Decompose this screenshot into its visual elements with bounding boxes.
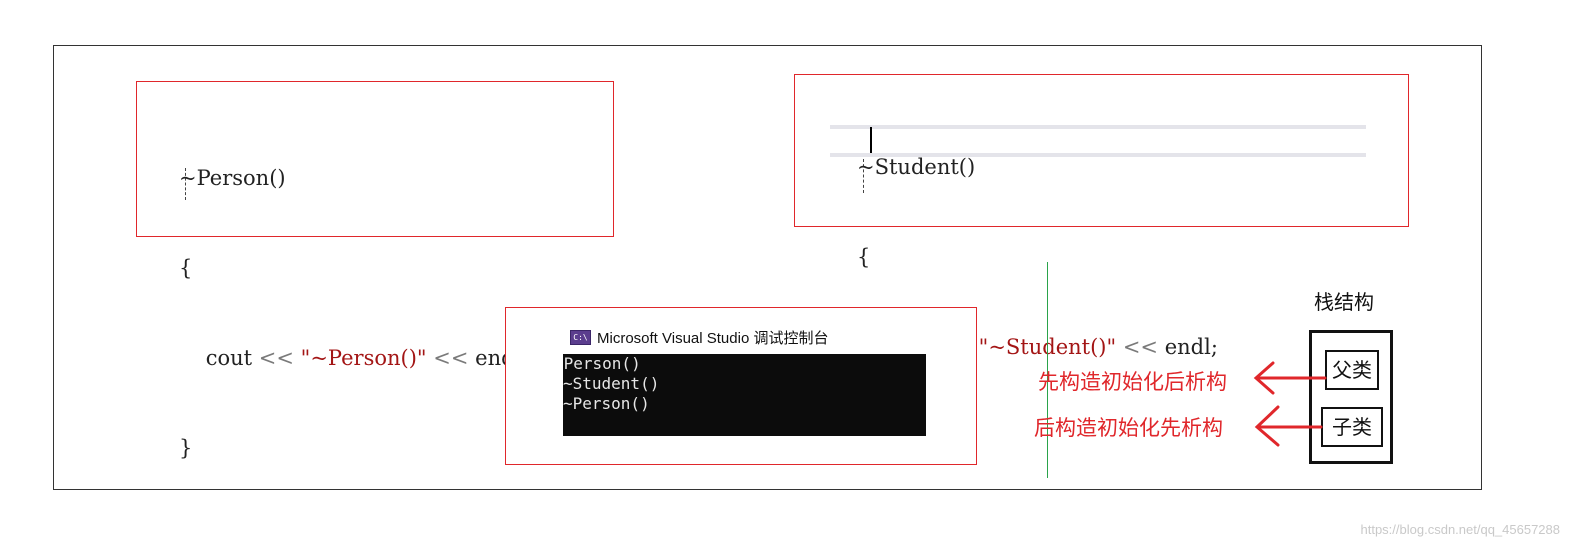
stream-operator: << — [1122, 335, 1159, 359]
divider-line — [1047, 262, 1048, 478]
console-titlebar: C:\ Microsoft Visual Studio 调试控制台 — [570, 327, 828, 348]
brace-guide — [185, 168, 186, 200]
code-line-open-brace: { — [179, 256, 193, 280]
string-literal: "~Person()" — [300, 346, 427, 370]
code-line-open-brace: { — [857, 245, 871, 269]
console-output-line: ~Person() — [563, 354, 641, 373]
stack-container — [1309, 330, 1393, 464]
line-highlight-bottom — [830, 153, 1366, 157]
code-line-statement: cout << "~Person()" << endl; — [179, 343, 529, 373]
console-app-icon: C:\ — [570, 330, 591, 345]
console-output-box: C:\ Microsoft Visual Studio 调试控制台 ~Perso… — [505, 307, 977, 465]
code-line-close-brace: } — [179, 436, 193, 460]
stream-operator: << — [433, 346, 469, 370]
person-destructor-box: ~Person() { cout << "~Person()" << endl;… — [136, 81, 614, 460]
line-highlight-top — [830, 125, 1366, 129]
watermark-text: https://blog.csdn.net/qq_45657288 — [1360, 522, 1561, 537]
parent-order-note: 先构造初始化后析构 — [1038, 370, 1227, 394]
text-caret[interactable] — [870, 127, 872, 153]
stack-child-class: 子类 — [1321, 407, 1383, 447]
code-line-signature: ~Person() — [179, 166, 286, 190]
cout-keyword: cout — [205, 346, 253, 370]
console-window: ~Person() ~Student() ~Person() — [563, 354, 926, 436]
student-destructor-box: ~Student() { cout << "~Student()" << end… — [794, 74, 1409, 449]
code-line-signature: ~Student() — [857, 155, 976, 179]
endl-keyword: endl; — [1164, 335, 1218, 359]
stream-operator: << — [258, 346, 294, 370]
stack-title: 栈结构 — [1314, 290, 1374, 314]
brace-guide — [863, 159, 864, 193]
person-code: ~Person() { cout << "~Person()" << endl;… — [179, 103, 528, 523]
console-title: Microsoft Visual Studio 调试控制台 — [597, 330, 829, 347]
stack-parent-class: 父类 — [1325, 350, 1379, 390]
console-output-line: ~Student() — [563, 374, 660, 393]
console-output-line: ~Person() — [563, 394, 650, 413]
child-order-note: 后构造初始化先析构 — [1034, 416, 1223, 440]
outer-frame — [53, 45, 1482, 490]
